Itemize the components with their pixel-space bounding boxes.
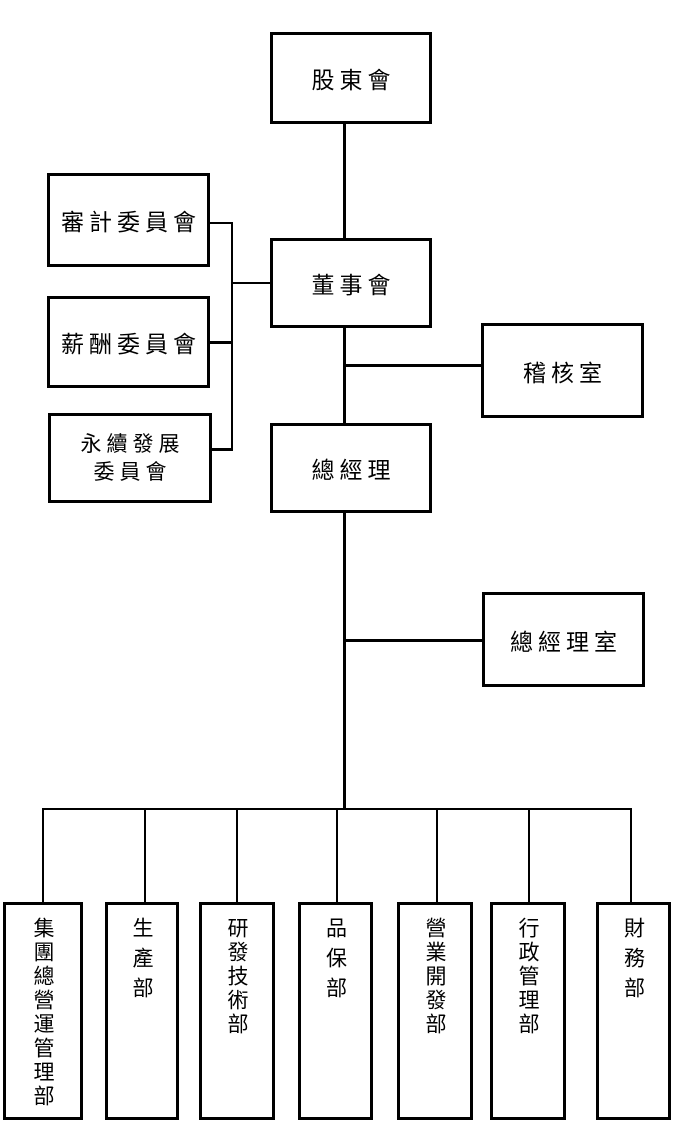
connector-stub-board bbox=[231, 282, 270, 284]
connector-drop-administration bbox=[528, 808, 530, 902]
node-dept-sales-development-label: 營業開發部 bbox=[423, 917, 447, 1037]
node-dept-production-label: 生產部 bbox=[130, 917, 154, 1007]
node-audit-committee: 審計委員會 bbox=[47, 173, 210, 267]
connector-branch-audit-office bbox=[344, 364, 481, 367]
node-dept-rd-technology-label: 研發技術部 bbox=[225, 917, 249, 1037]
connector-gm-bus bbox=[343, 513, 346, 809]
connector-drop-sales-development bbox=[436, 808, 438, 902]
node-dept-sales-development: 營業開發部 bbox=[397, 902, 473, 1120]
node-general-manager-label: 總經理 bbox=[311, 458, 396, 483]
node-audit-office: 稽核室 bbox=[481, 323, 644, 418]
node-sustainability-committee-label-line1: 永續發展 bbox=[80, 431, 185, 456]
connector-drop-quality-assurance bbox=[336, 808, 338, 902]
node-shareholders: 股東會 bbox=[270, 32, 432, 124]
node-compensation-committee: 薪酬委員會 bbox=[47, 296, 210, 388]
node-sustainability-committee-label-line2: 委員會 bbox=[93, 460, 172, 484]
connector-branch-gm-office bbox=[344, 639, 482, 642]
node-board: 董事會 bbox=[270, 238, 432, 328]
connector-drop-finance bbox=[630, 808, 632, 902]
node-dept-production: 生產部 bbox=[105, 902, 179, 1120]
node-dept-quality-assurance: 品保部 bbox=[298, 902, 373, 1120]
node-dept-finance-label: 財務部 bbox=[621, 917, 646, 1007]
connector-drop-production bbox=[144, 808, 146, 902]
node-board-label: 董事會 bbox=[311, 273, 396, 298]
node-dept-administration: 行政管理部 bbox=[490, 902, 566, 1120]
node-dept-administration-label: 行政管理部 bbox=[516, 917, 540, 1037]
connector-committee-spine bbox=[231, 222, 233, 451]
node-general-manager: 總經理 bbox=[270, 423, 432, 513]
node-shareholders-label: 股東會 bbox=[311, 68, 396, 93]
node-gm-office: 總經理室 bbox=[482, 592, 645, 687]
node-audit-office-label: 稽核室 bbox=[523, 360, 607, 386]
connector-stub-compensation-committee bbox=[209, 341, 231, 344]
connector-board-gm bbox=[343, 328, 346, 423]
connector-stub-sustainability-committee bbox=[211, 448, 231, 451]
connector-drop-group-operations bbox=[42, 808, 44, 902]
node-dept-finance: 財務部 bbox=[596, 902, 671, 1120]
node-audit-committee-label: 審計委員會 bbox=[61, 210, 201, 235]
connector-stub-audit-committee bbox=[209, 222, 231, 224]
node-dept-group-operations-label: 集團總營運管理部 bbox=[31, 917, 55, 1109]
connector-shareholders-board bbox=[343, 123, 346, 238]
node-dept-rd-technology: 研發技術部 bbox=[199, 902, 275, 1120]
node-gm-office-label: 總經理室 bbox=[510, 629, 622, 655]
node-sustainability-committee: 永續發展 委員會 bbox=[48, 413, 212, 503]
connector-drop-rd-technology bbox=[236, 808, 238, 902]
node-dept-quality-assurance-label: 品保部 bbox=[323, 917, 348, 1007]
node-compensation-committee-label: 薪酬委員會 bbox=[61, 332, 201, 357]
node-dept-group-operations: 集團總營運管理部 bbox=[3, 902, 83, 1120]
